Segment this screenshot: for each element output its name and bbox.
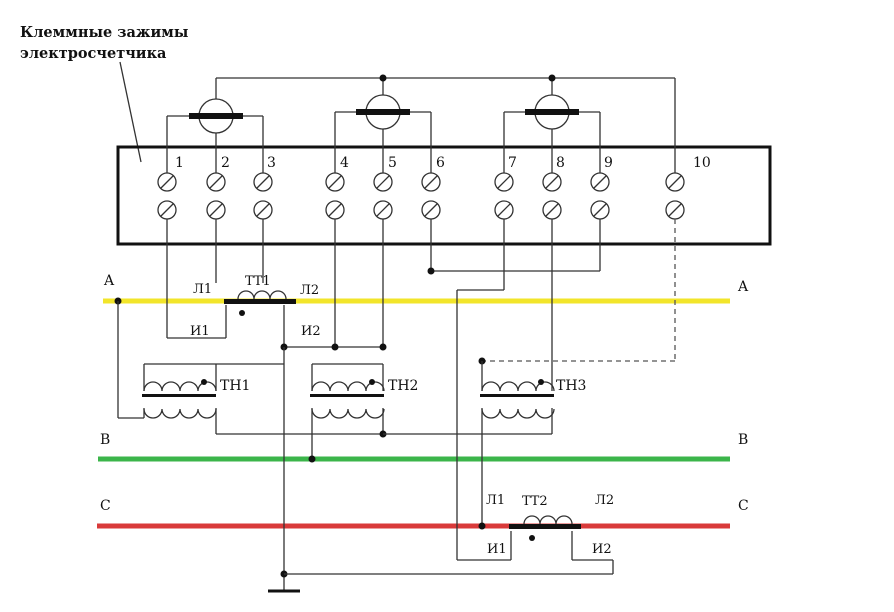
- terminal-1: [157, 172, 177, 220]
- terminal-2: [206, 172, 226, 220]
- terminal-number-7: 7: [508, 155, 517, 171]
- tt2-i1-label: И1: [487, 542, 507, 557]
- tt1-i1-label: И1: [190, 324, 210, 339]
- phase-b-label-right: B: [738, 432, 748, 448]
- tt2-name: ТТ2: [522, 494, 548, 509]
- terminal-8: [542, 172, 562, 220]
- terminal-5: [373, 172, 393, 220]
- caption-line-1: Клеммные зажимы: [20, 24, 188, 41]
- meter-element-1: [166, 98, 264, 173]
- tn3-label: ТН3: [556, 378, 586, 394]
- current-transformer-tt2: [509, 515, 581, 541]
- terminal-number-2: 2: [221, 155, 230, 171]
- terminal-7: [494, 172, 514, 220]
- terminal-block: [116, 145, 772, 246]
- terminal-number-6: 6: [436, 155, 445, 171]
- terminal-number-1: 1: [175, 155, 184, 171]
- terminal-3: [253, 172, 273, 220]
- terminal-4: [325, 172, 345, 220]
- meter-element-2: [334, 94, 432, 173]
- caption-pointer: [119, 61, 142, 163]
- voltage-bus-top: [215, 74, 676, 173]
- tt1-name: ТТ1: [245, 274, 271, 289]
- wiring: [114, 219, 676, 593]
- phase-a-label-left: A: [103, 273, 115, 289]
- terminal-number-3: 3: [267, 155, 276, 171]
- tt2-l2-label: Л2: [595, 493, 614, 508]
- tt2-i2-label: И2: [592, 542, 612, 557]
- phase-b-label-left: B: [100, 432, 110, 448]
- voltage-transformer-tn2: [310, 379, 385, 419]
- tt2-l1-label: Л1: [486, 493, 505, 508]
- voltage-transformer-tn1: [142, 379, 217, 419]
- terminal-number-10: 10: [693, 155, 711, 171]
- terminal-number-8: 8: [556, 155, 565, 171]
- terminal-6: [421, 172, 441, 220]
- tt1-l2-label: Л2: [300, 283, 319, 298]
- tt1-l1-label: Л1: [193, 282, 212, 297]
- phase-a-label-right: A: [737, 279, 749, 295]
- terminal-9: [590, 172, 610, 220]
- terminal-number-9: 9: [604, 155, 613, 171]
- terminal-screws: [157, 172, 685, 220]
- current-transformer-tt1: [166, 219, 296, 347]
- terminal-number-4: 4: [340, 155, 349, 171]
- voltage-transformer-tn3: [480, 379, 555, 419]
- tt1-i2-label: И2: [301, 324, 321, 339]
- meter-element-3: [503, 94, 601, 173]
- terminal-number-5: 5: [388, 155, 397, 171]
- tn2-label: ТН2: [388, 378, 418, 394]
- phase-c-label-right: C: [738, 498, 749, 514]
- phase-c-label-left: C: [100, 498, 111, 514]
- terminal-10: [665, 172, 685, 220]
- tn1-label: ТН1: [220, 378, 250, 394]
- caption-line-2: электросчетчика: [20, 45, 167, 62]
